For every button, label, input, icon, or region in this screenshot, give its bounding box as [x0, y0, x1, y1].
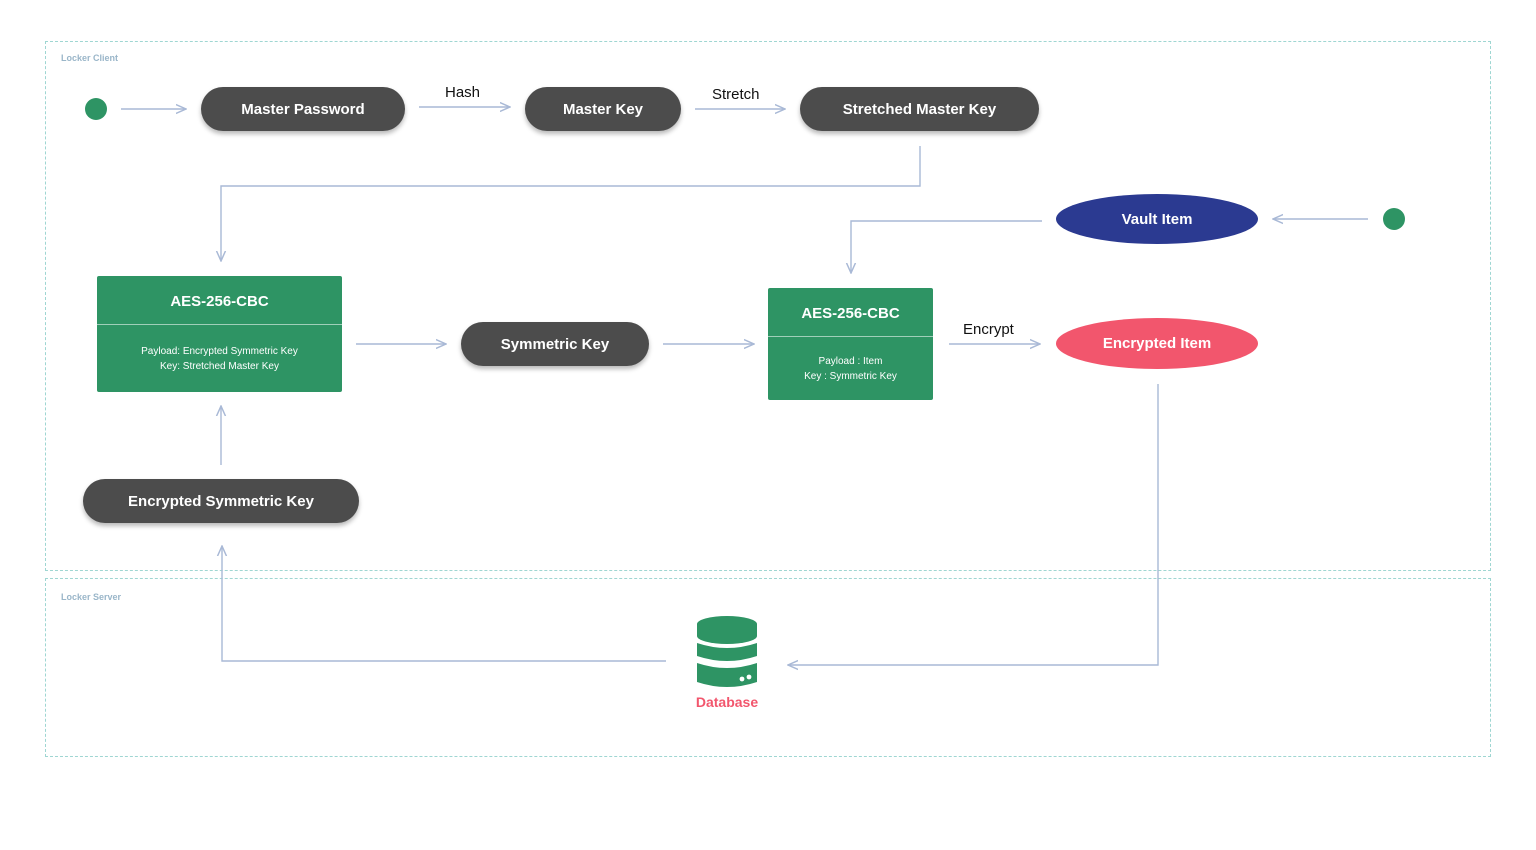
stretched-master-key-node[interactable]: Stretched Master Key: [800, 87, 1039, 131]
start-node-vault: [1383, 208, 1405, 230]
aes-left-key: Key: Stretched Master Key: [160, 360, 279, 372]
master-key-node[interactable]: Master Key: [525, 87, 681, 131]
aes-left-title: AES-256-CBC: [97, 276, 342, 325]
aes-right-key: Key : Symmetric Key: [804, 370, 897, 382]
database-icon: [697, 616, 757, 687]
aes-left-body: Payload: Encrypted Symmetric Key Key: St…: [97, 325, 342, 392]
database-label: Database: [695, 694, 759, 710]
start-node-client: [85, 98, 107, 120]
hash-label: Hash: [445, 84, 481, 101]
database-node[interactable]: Database: [682, 612, 772, 716]
locker-server-region: [45, 578, 1491, 757]
aes-right-body: Payload : Item Key : Symmetric Key: [768, 337, 933, 400]
vault-item-node[interactable]: Vault Item: [1056, 194, 1258, 244]
locker-client-region: [45, 41, 1491, 571]
stretch-label: Stretch: [712, 86, 760, 103]
aes-256-cbc-encrypt-box[interactable]: AES-256-CBC Payload : Item Key : Symmetr…: [768, 288, 933, 400]
locker-client-label: Locker Client: [61, 53, 119, 63]
master-password-node[interactable]: Master Password: [201, 87, 405, 131]
symmetric-key-node[interactable]: Symmetric Key: [461, 322, 649, 366]
aes-left-payload: Payload: Encrypted Symmetric Key: [141, 345, 298, 357]
locker-server-label: Locker Server: [61, 592, 122, 602]
encrypted-item-node[interactable]: Encrypted Item: [1056, 318, 1258, 369]
aes-right-payload: Payload : Item: [818, 355, 883, 367]
encrypted-symmetric-key-node[interactable]: Encrypted Symmetric Key: [83, 479, 359, 523]
aes-right-title: AES-256-CBC: [768, 288, 933, 337]
encrypt-label: Encrypt: [963, 321, 1014, 338]
aes-256-cbc-decrypt-box[interactable]: AES-256-CBC Payload: Encrypted Symmetric…: [97, 276, 342, 392]
